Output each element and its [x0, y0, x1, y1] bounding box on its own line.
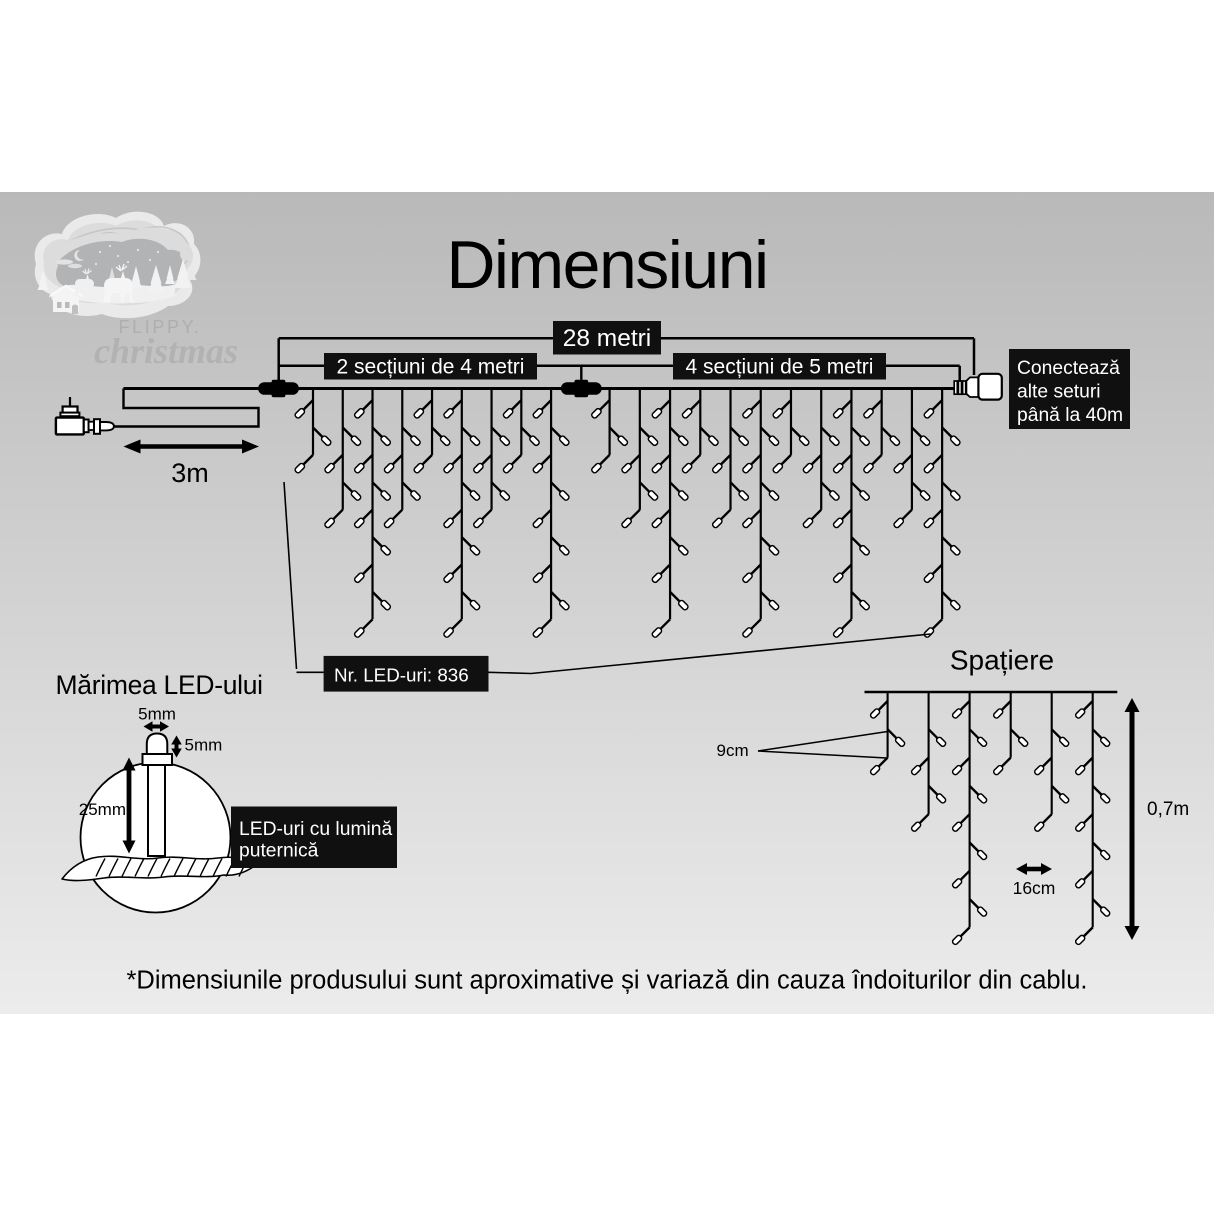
svg-text:Mărimea LED-ului: Mărimea LED-ului — [56, 670, 263, 700]
svg-text:2 secțiuni de 4 metri: 2 secțiuni de 4 metri — [337, 356, 525, 379]
svg-text:5mm: 5mm — [138, 705, 176, 724]
svg-text:5mm: 5mm — [185, 736, 223, 755]
svg-text:până la 40m: până la 40m — [1017, 405, 1123, 426]
svg-text:puternică: puternică — [239, 841, 319, 862]
svg-text:Nr. LED-uri: 836: Nr. LED-uri: 836 — [334, 665, 469, 686]
svg-text:3m: 3m — [171, 458, 209, 488]
svg-text:Spațiere: Spațiere — [950, 645, 1054, 676]
svg-text:LED-uri cu lumină: LED-uri cu lumină — [239, 819, 393, 840]
svg-text:FLIPPY.: FLIPPY. — [119, 317, 202, 337]
svg-text:*Dimensiunile produsului sunt: *Dimensiunile produsului sunt aproximati… — [127, 967, 1088, 995]
svg-text:9cm: 9cm — [717, 741, 749, 760]
svg-text:0,7m: 0,7m — [1147, 799, 1189, 820]
svg-text:Conectează: Conectează — [1017, 358, 1120, 379]
svg-text:4 secțiuni de 5 metri: 4 secțiuni de 5 metri — [686, 356, 874, 379]
svg-text:16cm: 16cm — [1013, 878, 1056, 898]
svg-text:25mm: 25mm — [79, 800, 126, 819]
svg-text:28 metri: 28 metri — [563, 325, 652, 352]
svg-text:christmas: christmas — [94, 331, 238, 371]
svg-text:Dimensiuni: Dimensiuni — [446, 227, 767, 303]
svg-text:alte seturi: alte seturi — [1017, 382, 1101, 403]
